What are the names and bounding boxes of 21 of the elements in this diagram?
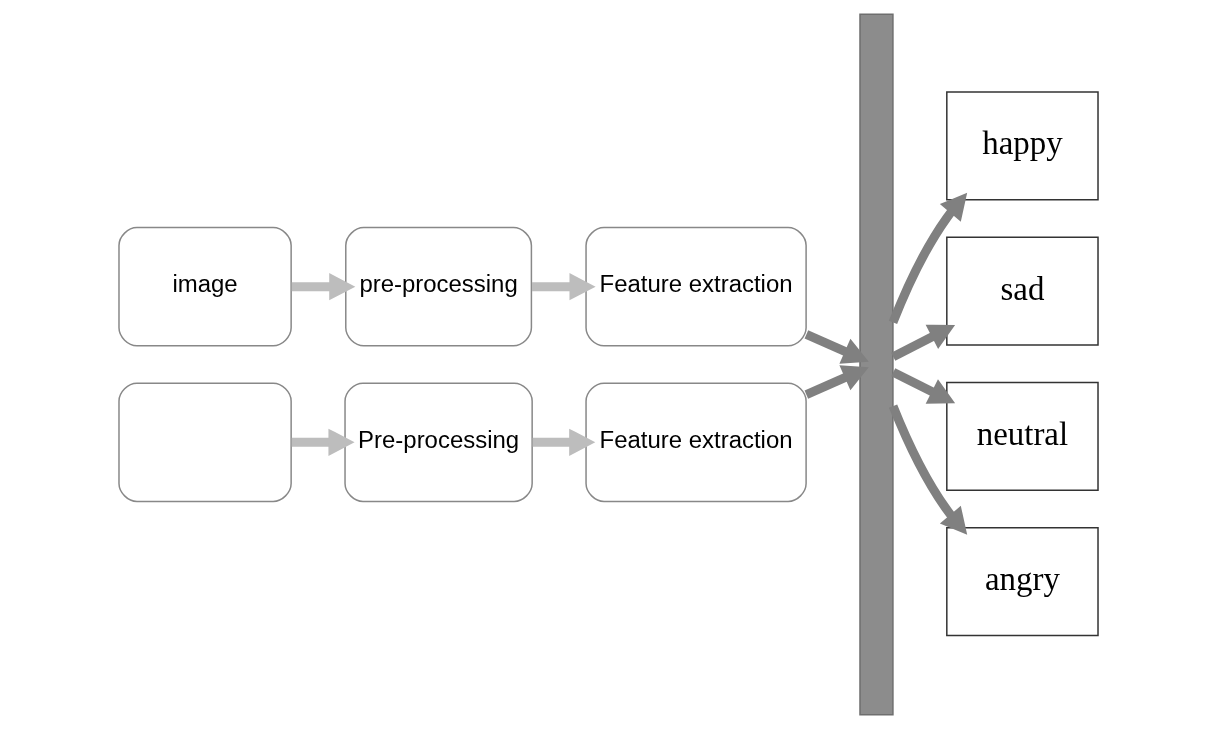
arrow: [804, 365, 869, 399]
arrow: [532, 428, 595, 457]
node-box: happy: [945, 91, 1099, 201]
node-box: neutral: [945, 381, 1099, 491]
arrow: [804, 330, 869, 364]
node-box: Pre-processing: [343, 382, 533, 503]
node-box: image: [117, 226, 292, 347]
arrow: [890, 368, 955, 404]
arrow: [890, 324, 955, 361]
arrow: [531, 272, 596, 301]
node-box: pre-processing: [344, 226, 532, 347]
node-box: sad: [945, 236, 1099, 346]
node-box: Feature extraction: [584, 226, 807, 347]
node-box: angry: [945, 526, 1099, 637]
node-box: Feature extraction: [584, 382, 807, 503]
arrow: [888, 192, 967, 325]
arrow: [291, 428, 355, 457]
arrow: [291, 272, 355, 301]
arrow: [888, 404, 967, 535]
node-bar: [858, 13, 894, 716]
node-box: [117, 382, 292, 503]
